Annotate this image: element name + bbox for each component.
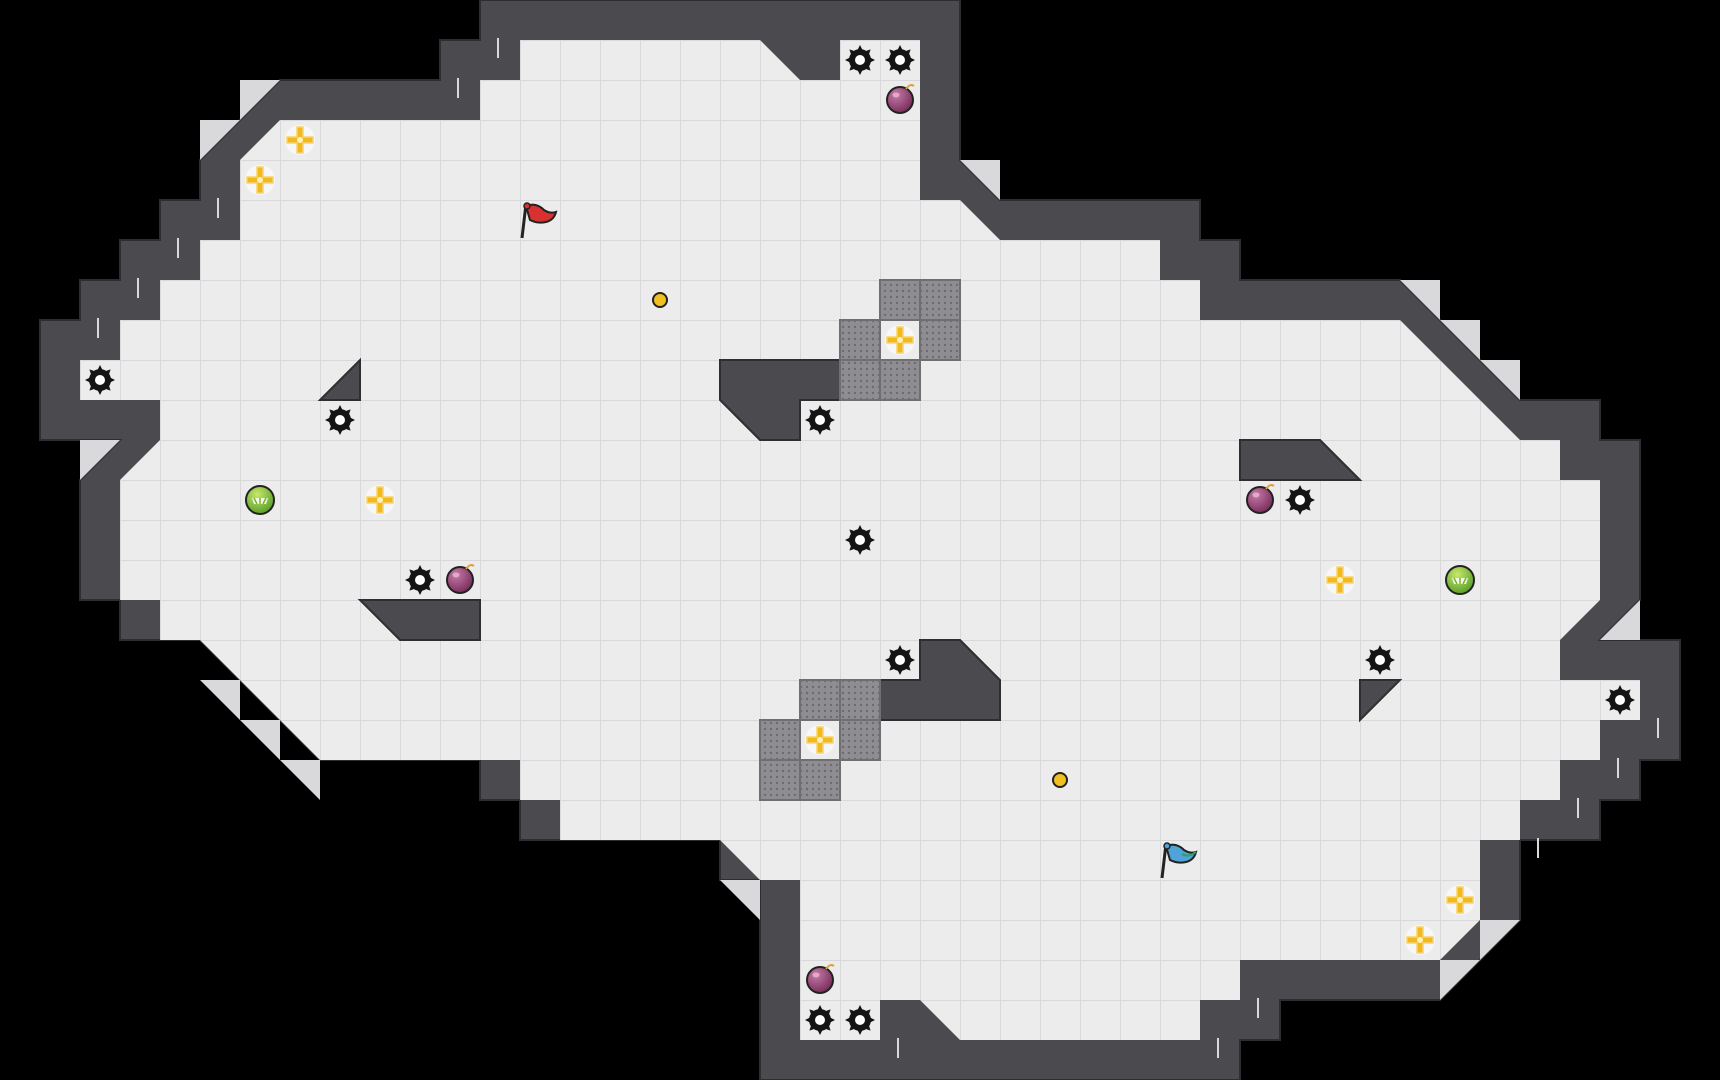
spike-icon [805,1005,835,1035]
plus-icon [804,724,836,756]
plus-icon [884,324,916,356]
shield-icon [1445,565,1475,595]
spike-icon [845,45,875,75]
red-flag-icon [520,202,558,239]
wall-ticks [97,38,1659,1058]
wall-highlights [80,80,1640,1000]
plus-icon [244,164,276,196]
spike-icon [845,1005,875,1035]
wall-block-center-south [879,639,1001,721]
interior-walls [317,357,1403,723]
spike-icon [85,365,115,395]
wall-wedge-east [1359,679,1403,723]
plus-icon [1324,564,1356,596]
plus-icon [1444,884,1476,916]
plus-icon [1404,924,1436,956]
plus-icon [284,124,316,156]
spike-icon [1285,485,1315,515]
shield-icon [245,485,275,515]
plus-icon [364,484,396,516]
spike-icon [805,405,835,435]
spike-icon [885,45,915,75]
spike-icon [1365,645,1395,675]
blue-flag-icon [1160,842,1198,879]
wall-wedge-west [317,357,361,401]
spike-icon [845,525,875,555]
metal-tiles [759,279,961,801]
coin-icon [1052,772,1068,788]
coin-icon [652,292,668,308]
wall-block-west-south [357,599,481,641]
spike-icon [325,405,355,435]
spike-icon [405,565,435,595]
spike-icon [885,645,915,675]
wall-block-east [1239,439,1363,481]
spike-icon [1605,685,1635,715]
